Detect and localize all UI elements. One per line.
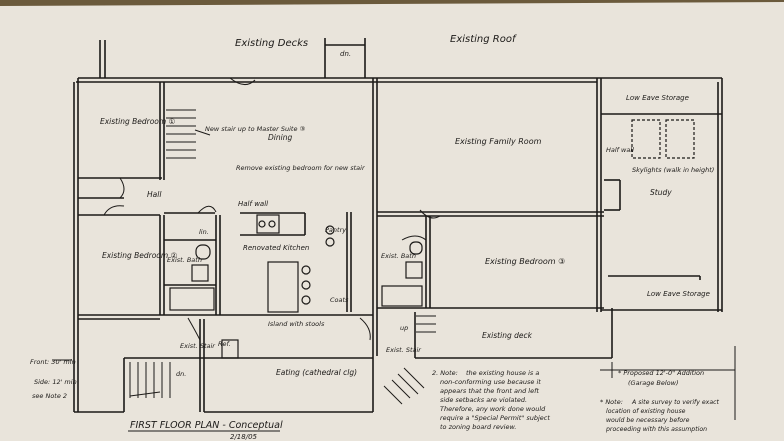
label-lin: lin. xyxy=(199,228,209,236)
note2-line-7: to zoning board review. xyxy=(440,423,516,431)
label-low-eave-top: Low Eave Storage xyxy=(626,94,689,102)
label-eating: Eating (cathedral clg) xyxy=(276,368,357,377)
fixtures xyxy=(169,119,695,359)
label-existing-deck: Existing deck xyxy=(482,331,533,340)
label-low-eave-bottom: Low Eave Storage xyxy=(647,290,710,298)
note2-line-4: side setbacks are violated. xyxy=(440,396,527,404)
label-renovated-kitchen: Renovated Kitchen xyxy=(243,244,309,252)
star-note-line-2: location of existing house xyxy=(606,407,686,415)
label-existing-family-room: Existing Family Room xyxy=(455,137,542,146)
label-study: Study xyxy=(650,188,672,197)
label-hall: Hall xyxy=(147,190,162,199)
drawing-date: 2/18/05 xyxy=(230,433,258,441)
label-skylights: Skylights (walk in height) xyxy=(632,166,714,174)
label-exist-bath-left: Exist. Bath xyxy=(167,256,202,264)
annotation-lines xyxy=(52,129,736,420)
note2-line-2: non-conforming use because it xyxy=(440,378,541,386)
addition-sub: (Garage Below) xyxy=(628,379,679,387)
star-note-title: * Note: xyxy=(600,398,623,406)
label-exist-stair-left: Exist. Stair xyxy=(180,342,216,350)
label-ref: Ref. xyxy=(218,340,231,348)
label-existing-bedroom-1: Existing Bedroom ① xyxy=(100,117,176,126)
note2-line-5: Therefore, any work done would xyxy=(440,405,546,413)
label-setback-front: Front: 30' min xyxy=(30,358,76,366)
star-note-line-4: proceeding with this assumption xyxy=(605,425,707,433)
label-new-stair: New stair up to Master Suite ③ xyxy=(205,125,306,133)
label-see-note: see Note 2 xyxy=(32,392,67,400)
label-existing-bedroom-3: Existing Bedroom ③ xyxy=(485,257,565,266)
label-dn-top: dn. xyxy=(340,50,351,58)
note2-line-3: appears that the front and left xyxy=(440,387,539,395)
label-remove-bedroom: Remove existing bedroom for new stair xyxy=(236,164,366,172)
star-note-line-1: A site survey to verify exact xyxy=(631,398,720,406)
label-dining: Dining xyxy=(268,133,292,142)
addition-note: * Proposed 12'-0" Addition xyxy=(618,369,704,377)
note2-title: 2. Note: xyxy=(432,369,458,377)
label-pantry: Pantry xyxy=(325,226,346,234)
star-note-line-3: would be necessary before xyxy=(606,417,690,424)
door-swings xyxy=(103,77,441,341)
label-existing-roof: Existing Roof xyxy=(450,34,517,45)
label-exist-stair-right: Exist. Stair xyxy=(386,346,422,354)
label-exist-bath-right: Exist. Bath xyxy=(381,252,416,260)
label-coats: Coats xyxy=(330,296,349,304)
drawing-title: FIRST FLOOR PLAN - Conceptual xyxy=(130,420,283,431)
note2-line-1: the existing house is a xyxy=(466,369,539,377)
label-setback-side: Side: 12' min xyxy=(34,378,77,386)
label-half-wall-kitchen: Half wall xyxy=(238,200,268,208)
label-existing-decks: Existing Decks xyxy=(235,38,308,49)
label-up: up xyxy=(400,324,408,332)
label-existing-bedroom-2: Existing Bedroom ② xyxy=(102,251,178,260)
note2-line-6: require a "Special Permit" subject xyxy=(440,414,550,422)
wall-lines xyxy=(73,38,723,413)
label-island: Island with stools xyxy=(268,320,325,328)
stair-treads xyxy=(129,109,436,405)
label-half-wall-right: Half wall xyxy=(606,146,634,154)
label-dn-lower: dn. xyxy=(176,370,186,378)
text-labels: Existing Decks Existing Roof dn. Existin… xyxy=(30,34,720,441)
